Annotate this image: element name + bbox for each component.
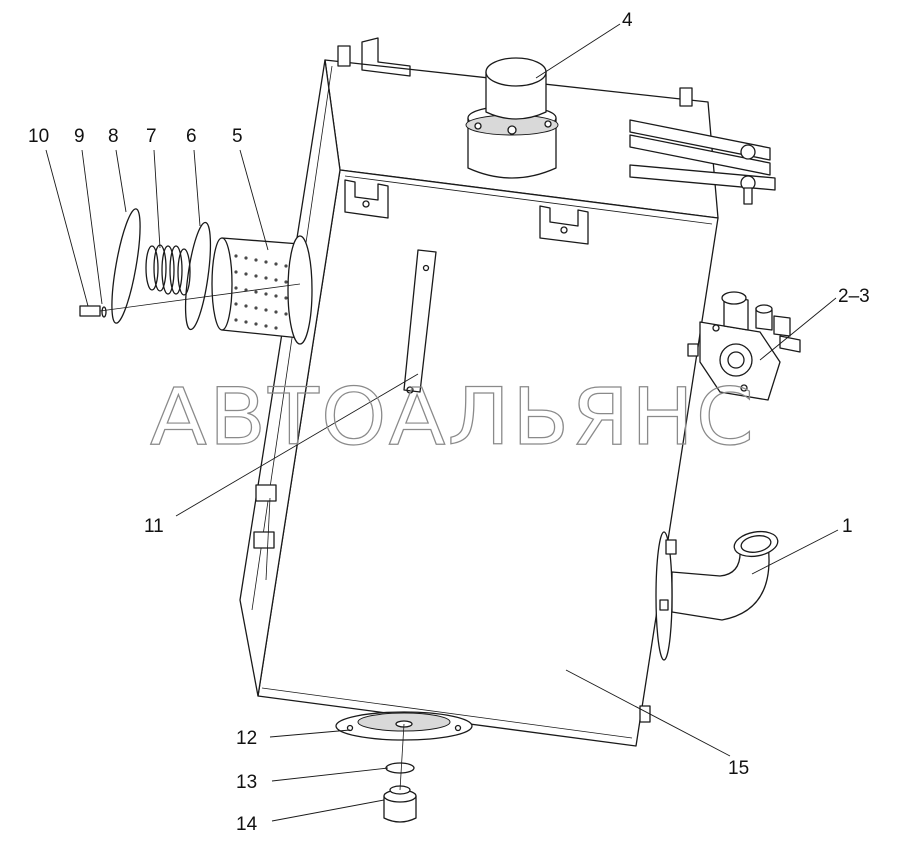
top-bracket-left (361, 37, 411, 77)
callout-8: 8 (108, 126, 119, 147)
cover-washer (101, 306, 107, 318)
callout-13: 13 (236, 772, 257, 793)
suction-filter-assembly (79, 208, 313, 345)
callout-1: 1 (842, 516, 853, 537)
elbow-flange (655, 531, 673, 661)
front-bracket-middle (539, 205, 589, 245)
callout-14: 14 (236, 814, 258, 835)
cover-bolt (79, 305, 101, 317)
hydraulic-tank (239, 37, 776, 747)
callout-6: 6 (186, 126, 197, 147)
filter-gasket (184, 221, 212, 331)
drain-plug (383, 785, 417, 823)
front-bracket-left (344, 179, 389, 219)
callout-9: 9 (74, 126, 85, 147)
leader-lines (45, 23, 839, 822)
callout-5: 5 (232, 126, 243, 147)
callout-labels: 4 2–3 1 5 6 7 8 9 10 11 12 13 14 15 (28, 10, 870, 835)
filter-element (211, 235, 313, 345)
drain-seal (385, 762, 415, 774)
side-bolt-1 (255, 484, 277, 502)
callout-7: 7 (146, 126, 157, 147)
callout-2-3: 2–3 (838, 286, 870, 307)
callout-12: 12 (236, 728, 257, 749)
top-bolt-right (679, 87, 693, 107)
callout-11: 11 (144, 516, 164, 537)
filler-cap (465, 57, 559, 179)
level-gauge (403, 249, 437, 393)
callout-10: 10 (28, 126, 49, 147)
filter-spring (145, 244, 191, 296)
suction-elbow (655, 530, 779, 661)
watermark-text: АВТОАЛЬЯНС (150, 373, 756, 463)
callout-4: 4 (622, 10, 633, 31)
filter-cover (111, 208, 141, 324)
return-valve-block (687, 291, 801, 401)
side-mount-rails (629, 119, 776, 205)
top-bolt-left (337, 45, 351, 67)
side-bolt-2 (253, 531, 275, 549)
callout-15: 15 (728, 758, 749, 779)
